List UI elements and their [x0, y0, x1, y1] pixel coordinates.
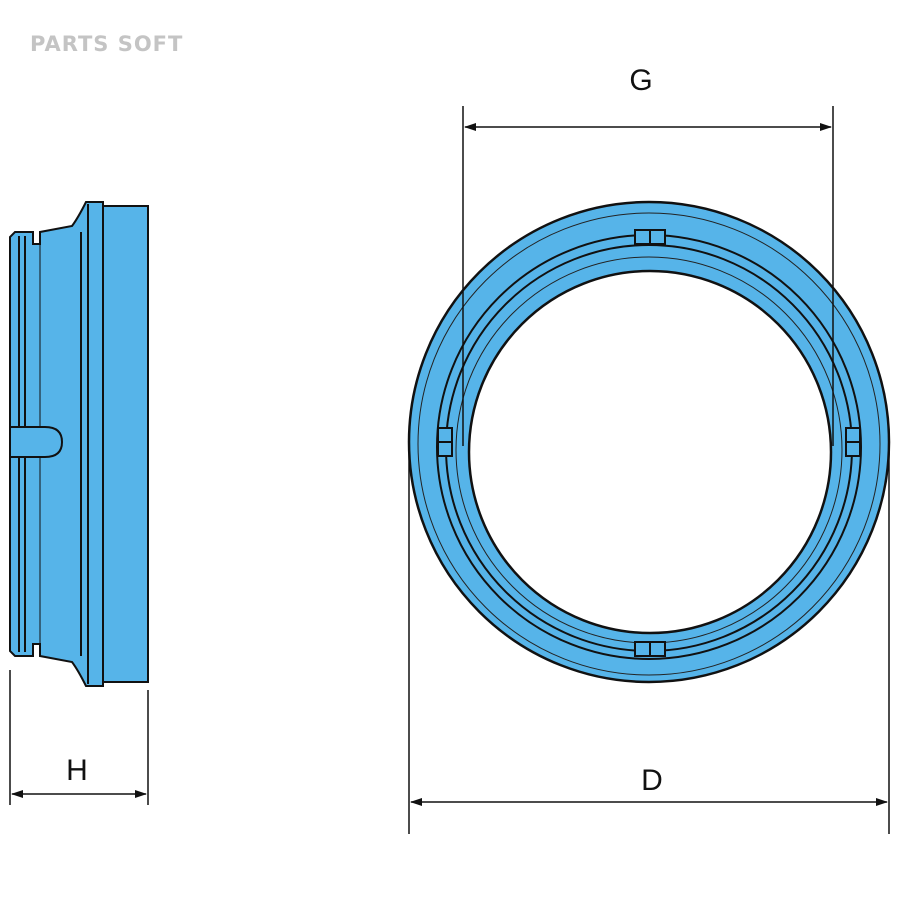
side-view	[9, 201, 149, 687]
dimension-d-label: D	[641, 764, 663, 797]
dimension-g	[462, 106, 834, 446]
dimension-h-label: H	[66, 754, 88, 787]
dimension-g-label: G	[629, 64, 652, 97]
watermark-logo: PARTS SOFT	[30, 32, 184, 56]
front-view	[407, 200, 891, 684]
side-view-body	[9, 201, 149, 687]
side-view-tab	[9, 426, 64, 458]
dimension-d	[408, 452, 890, 834]
dimension-h	[9, 670, 149, 805]
ring-body	[407, 200, 891, 684]
ring-detail-line	[417, 212, 881, 676]
ring-tabs	[437, 229, 861, 657]
